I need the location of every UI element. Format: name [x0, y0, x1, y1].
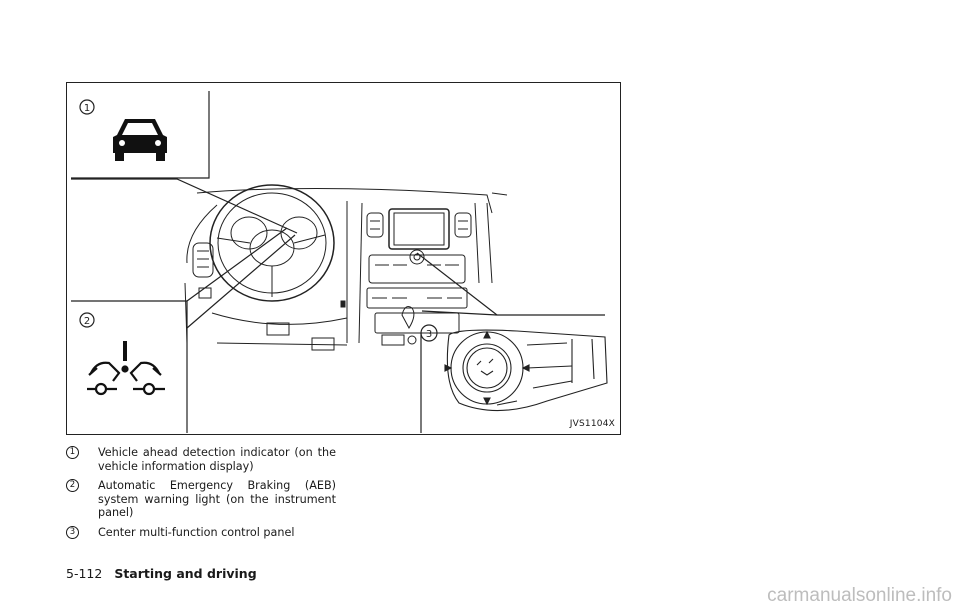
page-number: 5-112 [66, 566, 103, 581]
page-footer: 5-112 Starting and driving [66, 566, 257, 581]
callout-1-label: 1 [84, 103, 90, 114]
site-watermark: carmanualsonline.info [767, 585, 952, 606]
caption-text-1: Vehicle ahead detection indicator (on th… [98, 446, 336, 473]
aeb-warning-icon [87, 341, 165, 396]
vehicle-ahead-icon [113, 119, 167, 161]
inset-3-top [421, 310, 605, 316]
caption-text-2: Automatic Emergency Braking (AEB) system… [98, 479, 336, 519]
caption-item-3: 3 Center multi-function control panel [66, 525, 336, 540]
caption-item-1: 1 Vehicle ahead detection indicator (on … [66, 446, 336, 473]
illustration-figure: 1 2 [66, 82, 621, 435]
figure-code: JVS1104X [569, 419, 615, 429]
caption-number-1: 1 [66, 446, 79, 459]
callout-1-circle [79, 99, 95, 115]
callout-2-label: 2 [84, 316, 90, 327]
callout-2-circle [79, 312, 95, 328]
leader-line-1 [71, 178, 298, 234]
leader-line-3 [416, 252, 498, 316]
dashboard-illustration: 1 2 [71, 91, 608, 433]
inset-1-frame [71, 91, 210, 179]
caption-list: 1 Vehicle ahead detection indicator (on … [66, 446, 336, 545]
section-title: Starting and driving [114, 566, 257, 581]
multi-function-controller-icon [444, 329, 608, 412]
caption-number-2: 2 [66, 479, 79, 492]
leader-line-2b [186, 234, 296, 329]
callout-3-label: 3 [426, 329, 432, 340]
caption-text-3: Center multi-function control panel [98, 525, 295, 539]
caption-item-2: 2 Automatic Emergency Braking (AEB) syst… [66, 479, 336, 520]
leader-line-2 [186, 227, 288, 302]
caption-number-3: 3 [66, 525, 79, 539]
dashboard-outline [184, 184, 508, 351]
